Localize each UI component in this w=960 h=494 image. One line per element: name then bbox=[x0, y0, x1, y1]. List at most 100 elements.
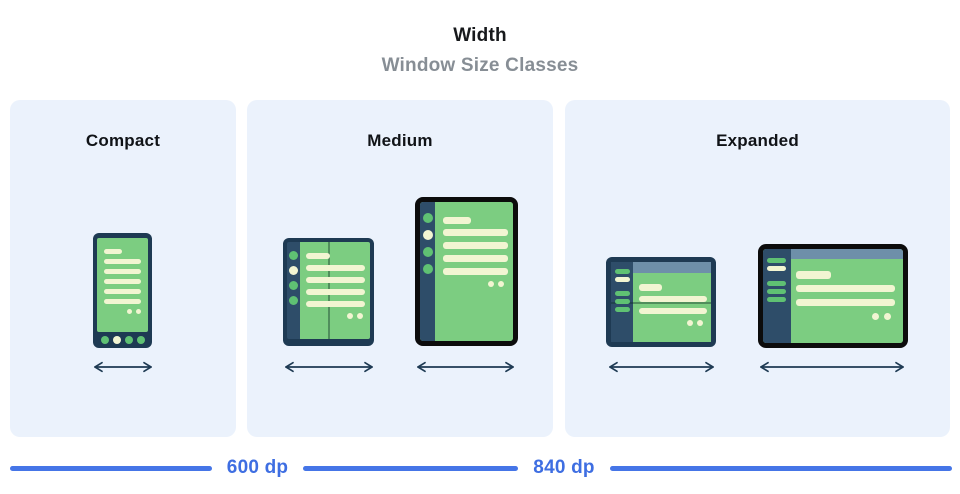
header: Width Window Size Classes bbox=[0, 25, 960, 77]
hinge-line bbox=[611, 302, 711, 304]
width-arrow bbox=[281, 360, 377, 374]
dot bbox=[498, 281, 504, 287]
dot bbox=[884, 313, 891, 320]
dot bbox=[697, 320, 703, 326]
text-line bbox=[104, 289, 141, 294]
phone-nav-bar bbox=[97, 332, 148, 348]
panel-medium: Medium bbox=[247, 100, 553, 437]
width-arrow bbox=[605, 360, 718, 374]
text-line bbox=[796, 271, 831, 279]
text-line bbox=[639, 296, 707, 302]
width-arrow bbox=[413, 360, 518, 374]
dot bbox=[347, 313, 353, 319]
desktop-window-illustration bbox=[758, 244, 908, 348]
text-line bbox=[104, 249, 122, 254]
nav-dot bbox=[100, 336, 109, 344]
overflow-dots bbox=[104, 309, 141, 314]
dot bbox=[872, 313, 879, 320]
rail-dot bbox=[289, 296, 298, 305]
rail-dot bbox=[422, 247, 433, 257]
screen-content bbox=[633, 273, 711, 326]
text-line bbox=[639, 308, 707, 314]
nav-drawer bbox=[763, 249, 791, 343]
top-bar bbox=[633, 262, 711, 273]
page-subtitle: Window Size Classes bbox=[381, 55, 579, 76]
text-line bbox=[796, 299, 895, 306]
rail-dot bbox=[289, 251, 298, 260]
screen-content bbox=[300, 242, 370, 319]
tablet-portrait-illustration bbox=[415, 197, 518, 346]
nav-rail bbox=[420, 202, 435, 341]
ruler-segment bbox=[10, 466, 212, 471]
drawer-item bbox=[767, 297, 786, 302]
dot bbox=[136, 309, 141, 314]
dot bbox=[687, 320, 693, 326]
foldable-screen bbox=[300, 242, 370, 339]
ruler-segment bbox=[303, 466, 518, 471]
overflow-dots bbox=[639, 320, 707, 326]
text-line bbox=[443, 242, 508, 249]
phone-illustration bbox=[93, 233, 152, 348]
screen-area bbox=[633, 273, 711, 342]
nav-dot bbox=[112, 336, 121, 344]
panel-title-compact: Compact bbox=[85, 131, 161, 150]
page-title: Width bbox=[453, 25, 507, 46]
dot bbox=[127, 309, 132, 314]
drawer-item bbox=[767, 258, 786, 263]
width-arrow bbox=[90, 360, 156, 374]
text-line bbox=[306, 277, 365, 283]
panel-expanded: Expanded bbox=[565, 100, 950, 437]
nav-dot bbox=[124, 336, 133, 344]
drawer-item bbox=[615, 307, 630, 312]
text-line bbox=[306, 289, 365, 295]
text-line bbox=[306, 265, 365, 271]
drawer-item bbox=[767, 266, 786, 271]
text-line bbox=[104, 269, 141, 274]
nav-drawer bbox=[611, 262, 633, 342]
panel-title-expanded: Expanded bbox=[716, 131, 799, 150]
overflow-dots bbox=[443, 281, 508, 287]
overflow-dots bbox=[306, 313, 365, 319]
foldable-portrait-illustration bbox=[283, 238, 374, 346]
nav-dot bbox=[136, 336, 145, 344]
breakpoint-label-600dp: 600 dp bbox=[226, 457, 289, 478]
overflow-dots bbox=[796, 313, 895, 320]
drawer-item bbox=[615, 269, 630, 274]
dot bbox=[488, 281, 494, 287]
nav-rail bbox=[287, 242, 300, 339]
ruler-segment bbox=[610, 466, 952, 471]
phone-screen bbox=[97, 238, 148, 332]
text-line bbox=[639, 284, 662, 291]
text-line bbox=[443, 229, 508, 236]
top-bar bbox=[791, 249, 903, 259]
text-line bbox=[443, 268, 508, 275]
drawer-item bbox=[615, 277, 630, 282]
drawer-item bbox=[615, 291, 630, 296]
text-line bbox=[104, 279, 141, 284]
text-line bbox=[443, 217, 471, 224]
rail-dot bbox=[289, 266, 298, 275]
width-arrow bbox=[756, 360, 908, 374]
screen-area bbox=[791, 259, 903, 343]
panel-compact: Compact bbox=[10, 100, 236, 437]
main-pane bbox=[633, 262, 711, 342]
drawer-item bbox=[767, 289, 786, 294]
text-line bbox=[796, 285, 895, 292]
text-line bbox=[443, 255, 508, 262]
rail-dot bbox=[422, 264, 433, 274]
panel-title-medium: Medium bbox=[367, 131, 433, 150]
breakpoint-label-840dp: 840 dp bbox=[533, 457, 595, 478]
drawer-item bbox=[767, 281, 786, 286]
foldable-landscape-illustration bbox=[606, 257, 716, 347]
tablet-screen bbox=[435, 202, 513, 341]
dot bbox=[357, 313, 363, 319]
text-line bbox=[104, 259, 141, 264]
rail-dot bbox=[422, 230, 433, 240]
drawer-item bbox=[615, 299, 630, 304]
rail-dot bbox=[289, 281, 298, 290]
rail-dot bbox=[422, 213, 433, 223]
text-line bbox=[306, 301, 365, 307]
main-pane bbox=[791, 249, 903, 343]
text-line bbox=[306, 253, 330, 259]
